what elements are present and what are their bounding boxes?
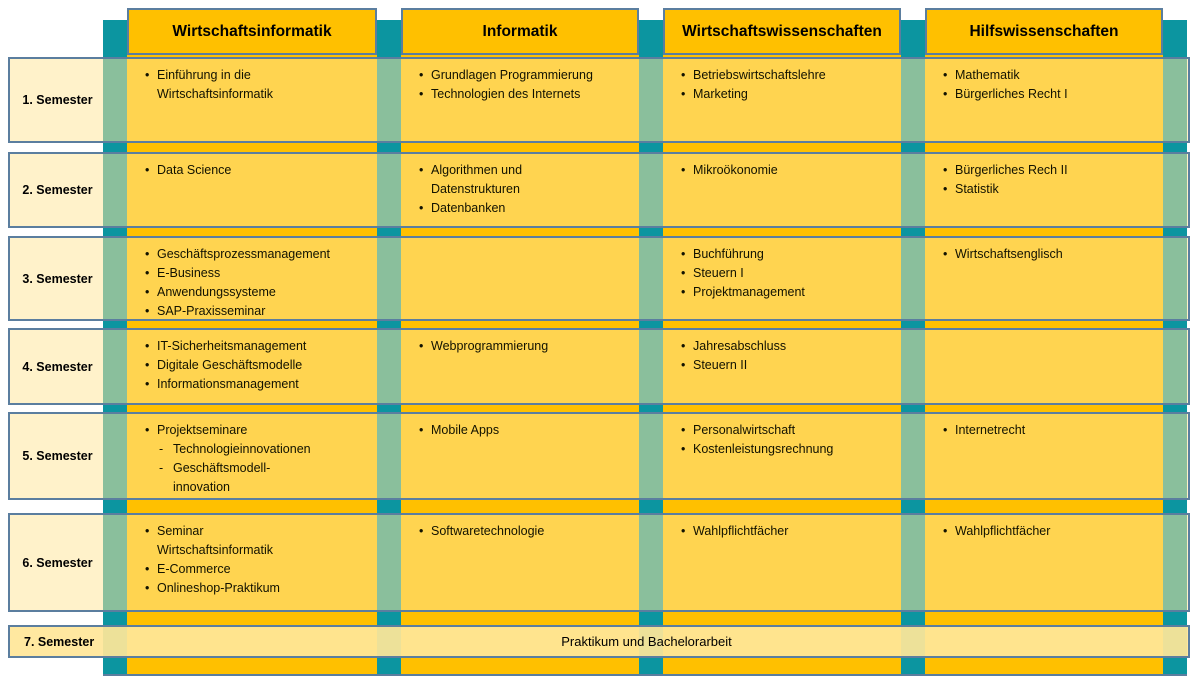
- course-cell: Grundlagen ProgrammierungTechnologien de…: [403, 59, 641, 141]
- course-item: Marketing: [681, 85, 897, 104]
- semester-row: 4. Semester IT-SicherheitsmanagementDigit…: [8, 328, 1190, 405]
- course-item: Mikroökonomie: [681, 161, 897, 180]
- course-item: Wirtschaftsenglisch: [943, 245, 1159, 264]
- course-item: Wahlpflichtfächer: [681, 522, 897, 541]
- course-item: Wahlpflichtfächer: [943, 522, 1159, 541]
- course-item: E-Business: [145, 264, 373, 283]
- course-item: Onlineshop-Praktikum: [145, 579, 373, 598]
- course-item: Softwaretechnologie: [419, 522, 635, 541]
- course-item: Jahresabschluss: [681, 337, 897, 356]
- course-item: Grundlagen Programmierung: [419, 66, 635, 85]
- course-item: Algorithmen und Datenstrukturen: [419, 161, 635, 199]
- course-cell: GeschäftsprozessmanagementE-BusinessAnwe…: [129, 238, 379, 321]
- semester-label: 2. Semester: [22, 183, 93, 197]
- course-cell: JahresabschlussSteuern II: [665, 330, 903, 403]
- column-header: Informatik: [401, 8, 639, 55]
- course-item: Bürgerliches Rech II: [943, 161, 1159, 180]
- course-item: Steuern II: [681, 356, 897, 375]
- semester-label: 1. Semester: [22, 93, 93, 107]
- course-item: Buchführung: [681, 245, 897, 264]
- course-item: Statistik: [943, 180, 1159, 199]
- course-cell: Mikroökonomie: [665, 154, 903, 226]
- course-cell: Webprogrammierung: [403, 330, 641, 403]
- course-item: Geschäftsmodell- innovation: [145, 459, 373, 497]
- semester-row: 7. Semester Praktikum und Bachelorarbeit: [8, 625, 1190, 658]
- semester-row: 3. Semester GeschäftsprozessmanagementE-B…: [8, 236, 1190, 321]
- course-item: Einführung in die Wirtschaftsinformatik: [145, 66, 373, 104]
- banner-text: Praktikum und Bachelorarbeit: [561, 634, 732, 649]
- semester-label: 7. Semester: [24, 634, 95, 649]
- semester-label: 4. Semester: [22, 359, 93, 374]
- course-item: IT-Sicherheitsmanagement: [145, 337, 373, 356]
- course-item: Technologien des Internets: [419, 85, 635, 104]
- semester-label: 3. Semester: [22, 271, 93, 286]
- course-cell: Wahlpflichtfächer: [927, 515, 1165, 610]
- course-cell: [403, 238, 641, 319]
- course-item: Anwendungssysteme: [145, 283, 373, 302]
- course-cell: BetriebswirtschaftslehreMarketing: [665, 59, 903, 141]
- course-item: Geschäftsprozessmanagement: [145, 245, 373, 264]
- course-item: Informationsmanagement: [145, 375, 373, 394]
- semester-row: 6. Semester Seminar Wirtschaftsinformatik…: [8, 513, 1190, 612]
- course-cell: MathematikBürgerliches Recht I: [927, 59, 1165, 141]
- course-item: Mobile Apps: [419, 421, 635, 440]
- course-cell: Bürgerliches Rech IIStatistik: [927, 154, 1165, 226]
- course-item: Mathematik: [943, 66, 1159, 85]
- course-item: Digitale Geschäftsmodelle: [145, 356, 373, 375]
- course-item: Bürgerliches Recht I: [943, 85, 1159, 104]
- course-cell: Wahlpflichtfächer: [665, 515, 903, 610]
- course-item: Steuern I: [681, 264, 897, 283]
- course-item: Internetrecht: [943, 421, 1159, 440]
- course-cell: Softwaretechnologie: [403, 515, 641, 610]
- semester-label: 5. Semester: [22, 449, 93, 463]
- course-cell: IT-SicherheitsmanagementDigitale Geschäf…: [129, 330, 379, 403]
- course-item: Seminar Wirtschaftsinformatik: [145, 522, 373, 560]
- column-header: Hilfswissenschaften: [925, 8, 1163, 55]
- course-cell: BuchführungSteuern IProjektmanagement: [665, 238, 903, 319]
- course-cell: Internetrecht: [927, 414, 1165, 498]
- semester-row: 1. Semester Einführung in die Wirtschafts…: [8, 57, 1190, 143]
- course-item: SAP-Praxisseminar: [145, 302, 373, 321]
- course-item: Data Science: [145, 161, 373, 180]
- course-item: Kostenleistungsrechnung: [681, 440, 897, 459]
- course-cell: [927, 330, 1165, 403]
- course-item: E-Commerce: [145, 560, 373, 579]
- course-cell: Einführung in die Wirtschaftsinformatik: [129, 59, 379, 141]
- course-cell: Algorithmen und DatenstrukturenDatenbank…: [403, 154, 641, 226]
- course-cell: PersonalwirtschaftKostenleistungsrechnun…: [665, 414, 903, 498]
- column-header: Wirtschaftswissenschaften: [663, 8, 901, 55]
- course-item: Personalwirtschaft: [681, 421, 897, 440]
- semester-row: 2. Semester Data Science Algorithmen und D…: [8, 152, 1190, 228]
- course-item: Projektseminare: [145, 421, 373, 440]
- semester-label: 6. Semester: [22, 555, 93, 570]
- course-item: Webprogrammierung: [419, 337, 635, 356]
- course-cell: Data Science: [129, 154, 379, 226]
- course-cell: Seminar WirtschaftsinformatikE-CommerceO…: [129, 515, 379, 610]
- course-item: Datenbanken: [419, 199, 635, 218]
- course-cell: Wirtschaftsenglisch: [927, 238, 1165, 319]
- column-header: Wirtschaftsinformatik: [127, 8, 377, 55]
- course-item: Betriebswirtschaftslehre: [681, 66, 897, 85]
- course-item: Technologieinnovationen: [145, 440, 373, 459]
- course-cell: ProjektseminareTechnologieinnovationenGe…: [129, 414, 379, 498]
- course-item: Projektmanagement: [681, 283, 897, 302]
- bottom-border: [103, 674, 1187, 676]
- course-cell: Mobile Apps: [403, 414, 641, 498]
- semester-row: 5. Semester ProjektseminareTechnologieinn…: [8, 412, 1190, 500]
